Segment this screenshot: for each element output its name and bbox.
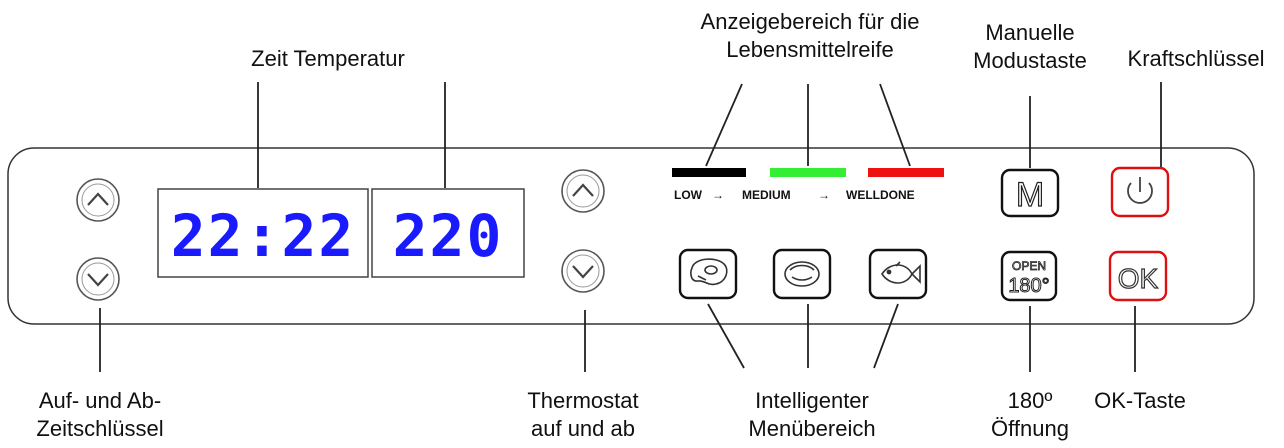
label-maturity-line1: Anzeigebereich für die bbox=[701, 9, 920, 34]
label-time-temp: Zeit Temperatur bbox=[251, 46, 405, 71]
bread-menu-button[interactable] bbox=[772, 248, 832, 300]
ok-button[interactable]: OK bbox=[1108, 250, 1168, 302]
chevron-up-icon bbox=[572, 183, 594, 197]
maturity-bar-welldone bbox=[868, 168, 944, 177]
fish-menu-button[interactable] bbox=[868, 248, 928, 300]
temperature-display bbox=[371, 188, 525, 278]
label-thermo-line2: auf und ab bbox=[531, 416, 635, 441]
time-display bbox=[157, 188, 369, 278]
label-open-line2: Öffnung bbox=[991, 416, 1069, 441]
open-180-bottom: 180° bbox=[1008, 275, 1049, 297]
chevron-down-icon bbox=[572, 265, 594, 279]
power-icon bbox=[1127, 177, 1153, 204]
label-thermo-line1: Thermostat bbox=[527, 388, 638, 413]
thermostat-up-button[interactable] bbox=[561, 169, 605, 213]
maturity-label-welldone: WELLDONE bbox=[846, 188, 915, 202]
time-display-value: 22:22 bbox=[171, 202, 356, 270]
label-maturity-line2: Lebensmittelreife bbox=[726, 37, 894, 62]
maturity-bar-low bbox=[672, 168, 746, 177]
maturity-label-low: LOW bbox=[674, 188, 703, 202]
callout-lines bbox=[99, 82, 1162, 372]
leader-meat bbox=[707, 303, 745, 369]
leader-low bbox=[705, 83, 743, 167]
label-power: Kraftschlüssel bbox=[1128, 46, 1265, 71]
manual-mode-button[interactable]: M bbox=[1000, 168, 1060, 218]
leader-fish bbox=[873, 303, 899, 369]
chevron-up-icon bbox=[87, 192, 109, 206]
label-manual-line1: Manuelle bbox=[985, 20, 1074, 45]
ok-button-label: OK bbox=[1118, 263, 1159, 294]
label-ok: OK-Taste bbox=[1094, 388, 1186, 413]
leader-welldone bbox=[879, 83, 911, 167]
fish-icon bbox=[881, 261, 921, 284]
label-open-line1: 180º bbox=[1008, 388, 1053, 413]
label-updown-line1: Auf- und Ab- bbox=[39, 388, 161, 413]
open-180-top: OPEN bbox=[1012, 259, 1046, 273]
maturity-bar-medium bbox=[770, 168, 846, 177]
label-smart-line2: Menübereich bbox=[748, 416, 875, 441]
temperature-display-value: 220 bbox=[393, 202, 504, 270]
time-down-button[interactable] bbox=[76, 257, 120, 301]
open-180-button[interactable]: OPEN 180° bbox=[1000, 250, 1058, 302]
label-updown-line2: Zeitschlüssel bbox=[36, 416, 163, 441]
steak-icon bbox=[690, 258, 728, 286]
time-up-button[interactable] bbox=[76, 178, 120, 222]
maturity-arrow-2: → bbox=[818, 188, 830, 202]
label-manual-line2: Modustaste bbox=[973, 48, 1087, 73]
manual-mode-label: M bbox=[1016, 176, 1044, 214]
meat-menu-button[interactable] bbox=[678, 248, 738, 300]
bread-icon bbox=[784, 261, 820, 287]
label-smart-line1: Intelligenter bbox=[755, 388, 869, 413]
chevron-down-icon bbox=[87, 273, 109, 287]
maturity-label-medium: MEDIUM bbox=[742, 188, 791, 202]
thermostat-down-button[interactable] bbox=[561, 249, 605, 293]
power-button[interactable] bbox=[1110, 166, 1170, 218]
maturity-arrow-1: → bbox=[712, 188, 724, 202]
